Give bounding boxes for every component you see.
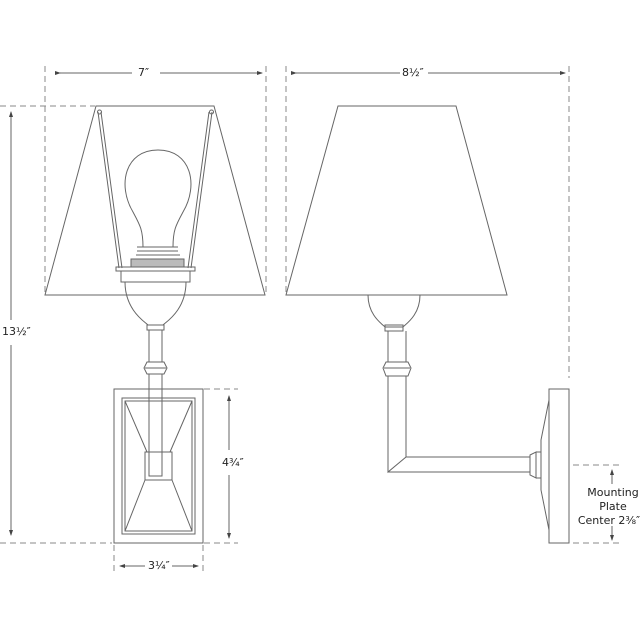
- mounting-plate-center-label: Mounting Plate Center 2⅜″: [578, 486, 640, 528]
- front-width-label: 7″: [136, 66, 152, 79]
- backplate-width-label: 3¼″: [146, 559, 172, 572]
- front-view: [0, 66, 267, 572]
- overall-height-label: 13½″: [0, 325, 33, 338]
- side-width-label: 8½″: [400, 66, 426, 79]
- mounting-line-1: Mounting: [587, 486, 639, 499]
- mounting-line-2: Plate: [599, 500, 627, 513]
- backplate-height-label: 4¾″: [220, 456, 246, 469]
- mounting-line-3: Center 2⅜″: [577, 514, 640, 527]
- side-view: [285, 66, 620, 544]
